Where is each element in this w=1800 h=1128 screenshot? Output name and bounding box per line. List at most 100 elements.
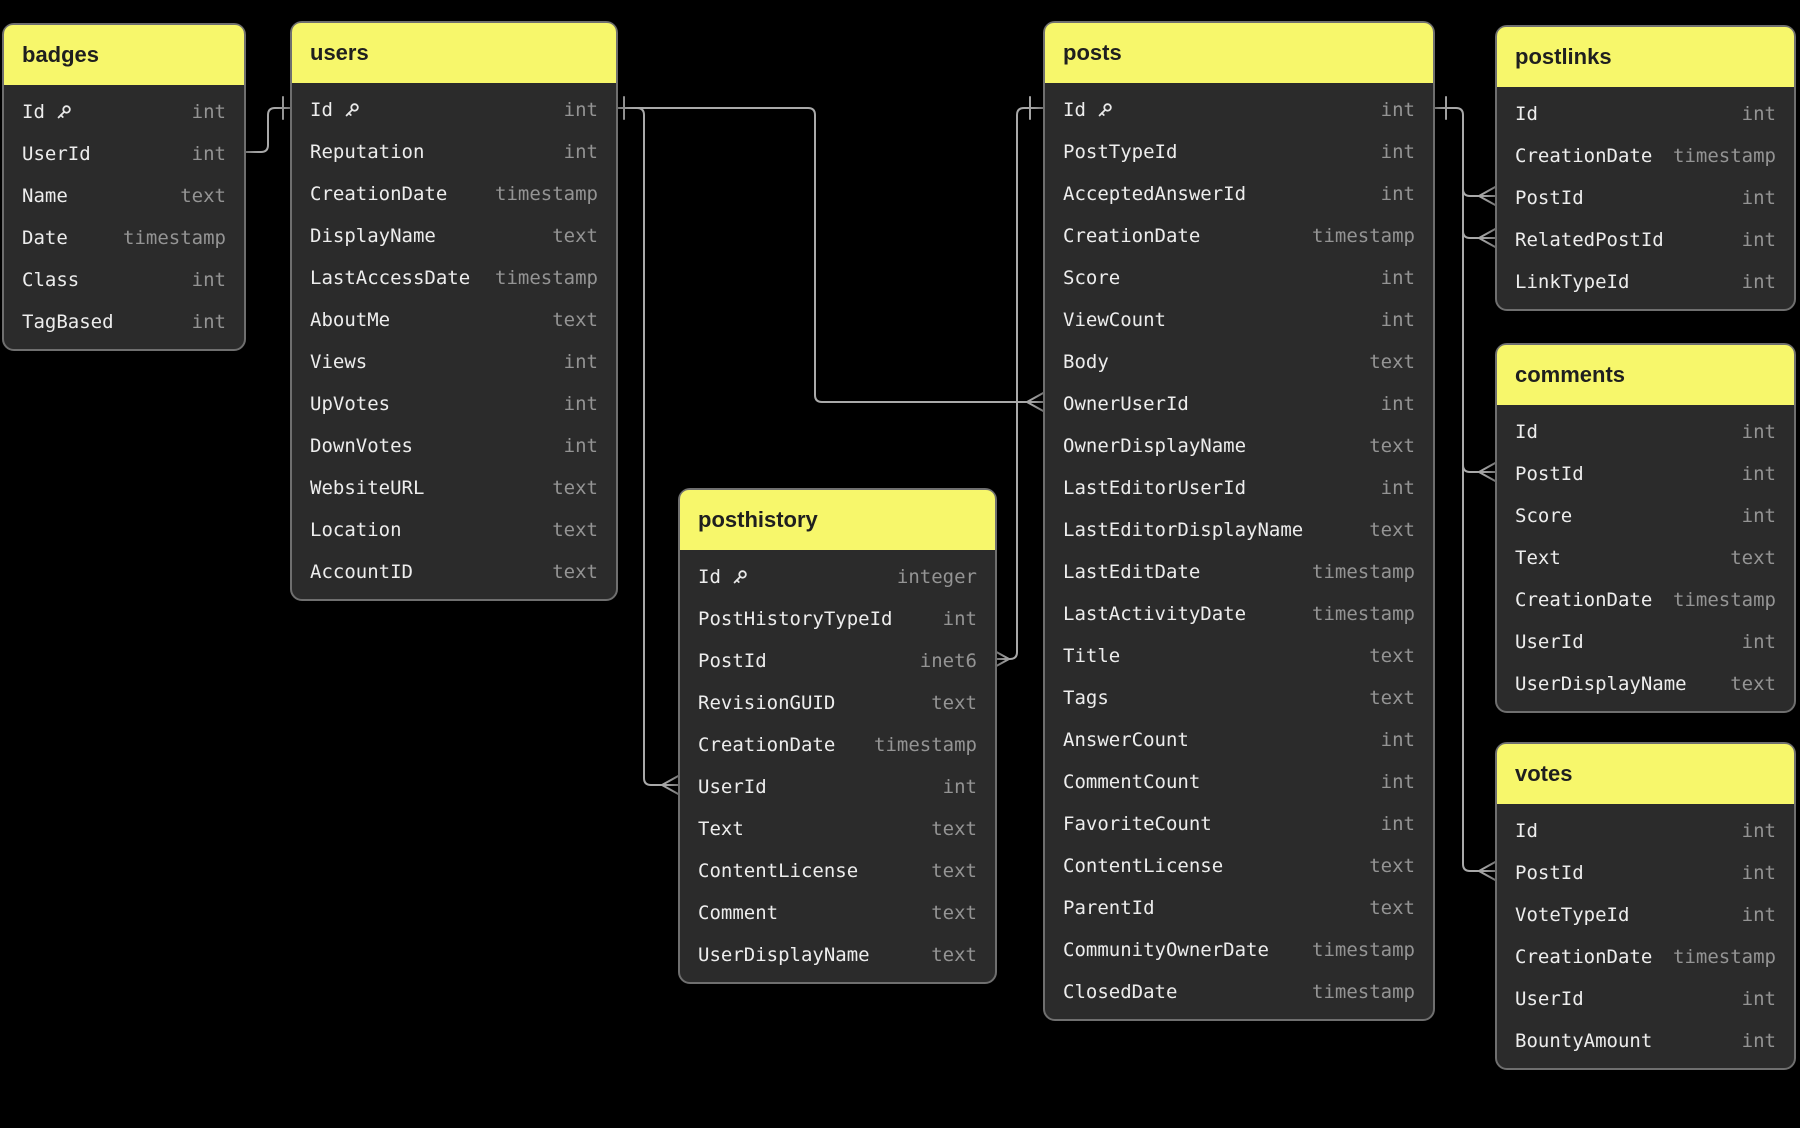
- field-row-postlinks-Id[interactable]: Id int: [1497, 93, 1794, 135]
- field-row-posts-Title[interactable]: Title text: [1045, 635, 1433, 677]
- field-type: text: [931, 860, 977, 882]
- table-body: Id int PostTypeId int AcceptedAnswerId i…: [1045, 83, 1433, 1019]
- field-row-postlinks-CreationDate[interactable]: CreationDate timestamp: [1497, 135, 1794, 177]
- field-row-badges-UserId[interactable]: UserId int: [4, 133, 244, 175]
- field-row-users-WebsiteURL[interactable]: WebsiteURL text: [292, 467, 616, 509]
- field-row-users-AboutMe[interactable]: AboutMe text: [292, 299, 616, 341]
- table-header[interactable]: users: [292, 23, 616, 83]
- table-header[interactable]: postlinks: [1497, 27, 1794, 87]
- field-row-badges-Id[interactable]: Id int: [4, 91, 244, 133]
- field-row-posts-LastEditorDisplayName[interactable]: LastEditorDisplayName text: [1045, 509, 1433, 551]
- table-posts[interactable]: posts Id int PostTypeId int AcceptedAnsw…: [1043, 21, 1435, 1021]
- table-header[interactable]: posts: [1045, 23, 1433, 83]
- field-row-posts-Tags[interactable]: Tags text: [1045, 677, 1433, 719]
- field-row-posts-Score[interactable]: Score int: [1045, 257, 1433, 299]
- field-name: ContentLicense: [1063, 855, 1224, 877]
- field-row-votes-VoteTypeId[interactable]: VoteTypeId int: [1497, 894, 1794, 936]
- relation-trunk-to-postlinks-postid: [1462, 185, 1498, 207]
- field-row-posts-ParentId[interactable]: ParentId text: [1045, 887, 1433, 929]
- field-row-posts-PostTypeId[interactable]: PostTypeId int: [1045, 131, 1433, 173]
- table-header[interactable]: badges: [4, 25, 244, 85]
- table-header[interactable]: votes: [1497, 744, 1794, 804]
- field-row-posts-CreationDate[interactable]: CreationDate timestamp: [1045, 215, 1433, 257]
- field-row-votes-UserId[interactable]: UserId int: [1497, 978, 1794, 1020]
- field-name: OwnerDisplayName: [1063, 435, 1247, 457]
- field-row-posthistory-RevisionGUID[interactable]: RevisionGUID text: [680, 682, 995, 724]
- field-row-comments-CreationDate[interactable]: CreationDate timestamp: [1497, 579, 1794, 621]
- field-row-users-UpVotes[interactable]: UpVotes int: [292, 383, 616, 425]
- field-type: int: [942, 608, 977, 630]
- field-type: int: [191, 101, 226, 123]
- field-row-posts-ViewCount[interactable]: ViewCount int: [1045, 299, 1433, 341]
- table-header[interactable]: posthistory: [680, 490, 995, 550]
- field-row-posts-OwnerDisplayName[interactable]: OwnerDisplayName text: [1045, 425, 1433, 467]
- field-row-comments-UserDisplayName[interactable]: UserDisplayName text: [1497, 663, 1794, 705]
- field-row-posts-AnswerCount[interactable]: AnswerCount int: [1045, 719, 1433, 761]
- field-row-posthistory-PostHistoryTypeId[interactable]: PostHistoryTypeId int: [680, 598, 995, 640]
- field-row-posts-LastEditDate[interactable]: LastEditDate timestamp: [1045, 551, 1433, 593]
- field-row-posthistory-Comment[interactable]: Comment text: [680, 892, 995, 934]
- field-row-users-AccountID[interactable]: AccountID text: [292, 551, 616, 593]
- field-row-votes-Id[interactable]: Id int: [1497, 810, 1794, 852]
- field-row-posts-CommentCount[interactable]: CommentCount int: [1045, 761, 1433, 803]
- table-header[interactable]: comments: [1497, 345, 1794, 405]
- field-row-comments-Score[interactable]: Score int: [1497, 495, 1794, 537]
- table-votes[interactable]: votes Id int PostId int VoteTypeId int C…: [1495, 742, 1796, 1070]
- table-posthistory[interactable]: posthistory Id integer PostHistoryTypeId…: [678, 488, 997, 984]
- field-row-posts-ClosedDate[interactable]: ClosedDate timestamp: [1045, 971, 1433, 1013]
- field-row-posthistory-CreationDate[interactable]: CreationDate timestamp: [680, 724, 995, 766]
- field-row-users-Id[interactable]: Id int: [292, 89, 616, 131]
- field-row-users-Location[interactable]: Location text: [292, 509, 616, 551]
- table-postlinks[interactable]: postlinks Id int CreationDate timestamp …: [1495, 25, 1796, 311]
- field-row-posts-OwnerUserId[interactable]: OwnerUserId int: [1045, 383, 1433, 425]
- field-row-users-Reputation[interactable]: Reputation int: [292, 131, 616, 173]
- field-name: PostHistoryTypeId: [698, 608, 893, 630]
- field-row-postlinks-PostId[interactable]: PostId int: [1497, 177, 1794, 219]
- field-row-comments-Id[interactable]: Id int: [1497, 411, 1794, 453]
- table-title: comments: [1515, 362, 1626, 387]
- field-row-badges-Name[interactable]: Name text: [4, 175, 244, 217]
- field-row-posts-FavoriteCount[interactable]: FavoriteCount int: [1045, 803, 1433, 845]
- field-row-badges-Class[interactable]: Class int: [4, 259, 244, 301]
- field-row-comments-Text[interactable]: Text text: [1497, 537, 1794, 579]
- field-row-comments-PostId[interactable]: PostId int: [1497, 453, 1794, 495]
- field-row-posts-LastEditorUserId[interactable]: LastEditorUserId int: [1045, 467, 1433, 509]
- field-row-comments-UserId[interactable]: UserId int: [1497, 621, 1794, 663]
- field-type: int: [1741, 421, 1776, 443]
- field-row-users-DisplayName[interactable]: DisplayName text: [292, 215, 616, 257]
- field-name: PostId: [1515, 862, 1584, 884]
- field-row-posts-Body[interactable]: Body text: [1045, 341, 1433, 383]
- field-name: Name: [22, 185, 68, 207]
- field-row-users-LastAccessDate[interactable]: LastAccessDate timestamp: [292, 257, 616, 299]
- field-row-posthistory-Text[interactable]: Text text: [680, 808, 995, 850]
- field-row-posts-ContentLicense[interactable]: ContentLicense text: [1045, 845, 1433, 887]
- field-row-users-Views[interactable]: Views int: [292, 341, 616, 383]
- field-name: AccountID: [310, 561, 413, 583]
- field-row-votes-BountyAmount[interactable]: BountyAmount int: [1497, 1020, 1794, 1062]
- field-row-posthistory-UserDisplayName[interactable]: UserDisplayName text: [680, 934, 995, 976]
- field-row-badges-Date[interactable]: Date timestamp: [4, 217, 244, 259]
- field-row-postlinks-LinkTypeId[interactable]: LinkTypeId int: [1497, 261, 1794, 303]
- field-row-postlinks-RelatedPostId[interactable]: RelatedPostId int: [1497, 219, 1794, 261]
- table-comments[interactable]: comments Id int PostId int Score int Tex…: [1495, 343, 1796, 713]
- field-type: timestamp: [495, 267, 598, 289]
- field-row-votes-PostId[interactable]: PostId int: [1497, 852, 1794, 894]
- field-row-posts-LastActivityDate[interactable]: LastActivityDate timestamp: [1045, 593, 1433, 635]
- field-row-posthistory-ContentLicense[interactable]: ContentLicense text: [680, 850, 995, 892]
- table-users[interactable]: users Id int Reputation int CreationDate…: [290, 21, 618, 601]
- field-row-votes-CreationDate[interactable]: CreationDate timestamp: [1497, 936, 1794, 978]
- field-row-posthistory-PostId[interactable]: PostId inet6: [680, 640, 995, 682]
- field-row-badges-TagBased[interactable]: TagBased int: [4, 301, 244, 343]
- table-badges[interactable]: badges Id int UserId int Name text: [2, 23, 246, 351]
- field-type: timestamp: [874, 734, 977, 756]
- field-row-posthistory-Id[interactable]: Id integer: [680, 556, 995, 598]
- field-row-posts-Id[interactable]: Id int: [1045, 89, 1433, 131]
- field-row-posts-CommunityOwnerDate[interactable]: CommunityOwnerDate timestamp: [1045, 929, 1433, 971]
- field-row-users-CreationDate[interactable]: CreationDate timestamp: [292, 173, 616, 215]
- field-type: int: [1741, 862, 1776, 884]
- field-row-users-DownVotes[interactable]: DownVotes int: [292, 425, 616, 467]
- field-type: int: [1741, 904, 1776, 926]
- field-row-posts-AcceptedAnswerId[interactable]: AcceptedAnswerId int: [1045, 173, 1433, 215]
- field-row-posthistory-UserId[interactable]: UserId int: [680, 766, 995, 808]
